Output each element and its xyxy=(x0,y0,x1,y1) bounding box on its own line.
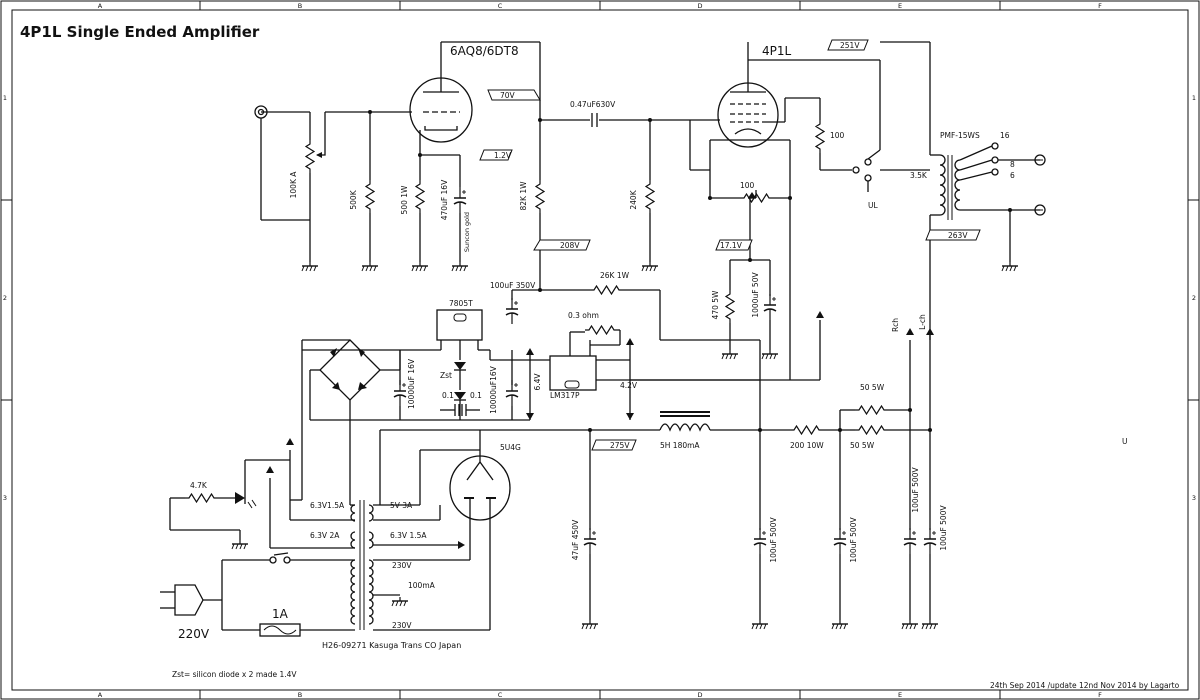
winding-6-3v-1-5a: 6.3V 1.5A xyxy=(390,531,427,540)
opt-label: PMF-15WS xyxy=(940,131,980,140)
c47-label: 47uF 450V xyxy=(571,519,580,560)
tap-8: 8 xyxy=(1010,160,1015,169)
voltage-251v: 251V xyxy=(840,41,860,50)
border-col-f: F xyxy=(1098,2,1102,10)
zst-note: Zst= silicon diode x 2 made 1.4V xyxy=(172,670,297,679)
rectifier-tube-envelope xyxy=(449,455,511,521)
tube-v2-label: 4P1L xyxy=(762,44,792,58)
ul-switch-label: UL xyxy=(868,201,878,210)
pot-label: 100K A xyxy=(289,171,298,199)
r4705w-label: 470 5W xyxy=(711,290,720,319)
border-row-1: 1 xyxy=(3,94,7,102)
border-col-e: E xyxy=(898,2,902,10)
transformer-label: H26-09271 Kasuga Trans CO Japan xyxy=(322,641,461,650)
border-col-f-bottom: F xyxy=(1098,691,1102,699)
coupling-cap-label: 0.47uF630V xyxy=(570,100,616,109)
tube-v1-label: 6AQ8/6DT8 xyxy=(450,44,519,58)
r500k-label: 500K xyxy=(349,189,358,209)
primary-impedance-label: 3.5K xyxy=(910,171,928,180)
reg-7805-label: 7805T xyxy=(449,299,473,308)
power-transformer: 6.3V1.5A 6.3V 2A 5V 3A 6.3V 1.5A 230V 10… xyxy=(244,438,491,650)
speaker-terminal-plus xyxy=(1034,154,1046,166)
r5001w-label: 500 1W xyxy=(400,185,409,214)
winding-6-3v1-5a: 6.3V1.5A xyxy=(310,501,345,510)
c10000b-label: 10000uF16V xyxy=(489,365,498,413)
r100-hum-label: 100 xyxy=(740,181,755,190)
c100d-label: 100uF 500V xyxy=(939,505,948,551)
rectifier-tube: 5U4G xyxy=(449,430,521,521)
indicator-led: 4.7K xyxy=(169,481,257,550)
border-row-3: 3 xyxy=(3,494,7,502)
mains-voltage: 220V xyxy=(178,627,210,641)
voltage-1-2v: 1.2V xyxy=(494,151,512,160)
border-row-1-right: 1 xyxy=(1192,94,1196,102)
output-tube: 4P1L 100 UL 100 xyxy=(689,42,881,380)
reg-lm317-label: LM317P xyxy=(550,391,580,400)
c01a-label: 0.1 xyxy=(442,391,454,400)
footer-credit: 24th Sep 2014 /update 12nd Nov 2014 by L… xyxy=(990,681,1180,690)
border-col-c: C xyxy=(498,2,503,10)
suncon-label: Suncon gold xyxy=(463,212,471,252)
r50b-label: 50 5W xyxy=(850,441,875,450)
border-col-d: D xyxy=(697,2,702,10)
lch-label: L-ch xyxy=(918,314,927,330)
bplus-supply: 5H 180mA 200 10W 50 5W 50 5W Rch L-ch 27… xyxy=(379,314,1128,630)
border-col-b: B xyxy=(298,2,302,10)
voltage-17-1v: 17.1V xyxy=(720,241,743,250)
c1000-label: 1000uF 50V xyxy=(751,272,760,318)
winding-6-3v-2a: 6.3V 2A xyxy=(310,531,340,540)
border-col-a-bottom: A xyxy=(98,691,103,699)
tap-6: 6 xyxy=(1010,171,1015,180)
border-col-c-bottom: C xyxy=(498,691,503,699)
rch-label: Rch xyxy=(891,318,900,332)
r47k-label: 4.7K xyxy=(190,481,208,490)
tube-rect-label: 5U4G xyxy=(500,443,521,452)
border-row-2: 2 xyxy=(3,294,7,302)
voltage-275v: 275V xyxy=(610,441,630,450)
fuse-label: 1A xyxy=(272,607,289,621)
u-marker: U xyxy=(1122,437,1128,446)
border-col-e-bottom: E xyxy=(898,691,902,699)
tap-16: 16 xyxy=(1000,131,1010,140)
schematic-title: 4P1L Single Ended Amplifier xyxy=(20,23,260,41)
r200-label: 200 10W xyxy=(790,441,824,450)
c01b-label: 0.1 xyxy=(470,391,482,400)
output-transformer: 251V PMF-15WS 3.5K 263V 16 8 6 xyxy=(748,39,1046,430)
r03-label: 0.3 ohm xyxy=(568,311,599,320)
border-row-3-right: 3 xyxy=(1192,494,1196,502)
border-col-d-bottom: D xyxy=(697,691,702,699)
c100a-label: 100uF 500V xyxy=(769,517,778,563)
voltage-4-2v: 4.2V xyxy=(620,381,638,390)
r82k-label: 82K 1W xyxy=(519,181,528,211)
border-col-a: A xyxy=(98,2,103,10)
winding-230v-a: 230V xyxy=(392,561,412,570)
choke-label: 5H 180mA xyxy=(660,441,700,450)
heater-regulators: 7805T Zst 0.1 0.1 10000uF 16V 10000uF16V xyxy=(302,299,824,421)
c470-label: 470uF 16V xyxy=(440,179,449,220)
r240k-label: 240K xyxy=(629,189,638,209)
voltage-263v: 263V xyxy=(948,231,968,240)
c100b-label: 100uF 500V xyxy=(849,517,858,563)
winding-100ma: 100mA xyxy=(408,581,436,590)
border-row-2-right: 2 xyxy=(1192,294,1196,302)
c10000a-label: 10000uF 16V xyxy=(407,358,416,409)
winding-230v-b: 230V xyxy=(392,621,412,630)
r50a-label: 50 5W xyxy=(860,383,885,392)
mains-input: 220V 1A xyxy=(160,552,355,641)
r26k-label: 26K 1W xyxy=(600,271,630,280)
voltage-70v: 70V xyxy=(500,91,516,100)
bridge-rectifier xyxy=(301,339,401,505)
voltage-208v: 208V xyxy=(560,241,580,250)
plate-circuit: 70V 0.47uF630V 240K 82K 1W 208V 100uF 35… xyxy=(487,42,761,430)
zst-label: Zst xyxy=(440,371,452,380)
c100c-label: 100uF 500V xyxy=(911,467,920,513)
border-col-b-bottom: B xyxy=(298,691,302,699)
c100-350-label: 100uF 350V xyxy=(490,281,536,290)
r100-screen-label: 100 xyxy=(830,131,845,140)
input-stage: 100K A 500K 6AQ8/6DT8 500 1W 470uF 16V S… xyxy=(254,41,540,272)
speaker-terminal-minus xyxy=(1034,204,1046,216)
voltage-6-4v: 6.4V xyxy=(533,373,542,391)
